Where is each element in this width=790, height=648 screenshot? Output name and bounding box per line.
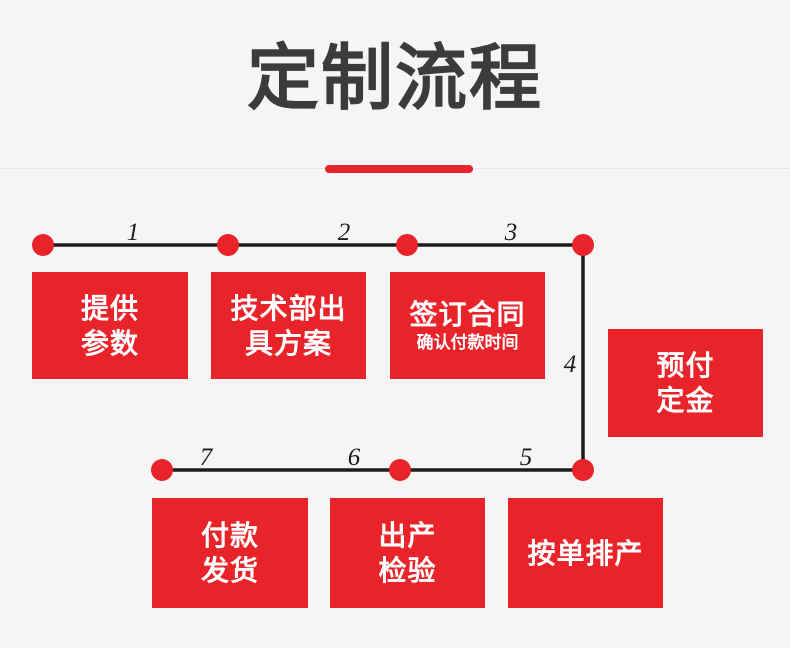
box-sign-contract-line: 签订合同 (409, 299, 526, 330)
box-schedule-production-line: 按单排产 (527, 537, 644, 569)
box-technical-proposal[interactable]: 技术部出具方案 (211, 272, 366, 379)
box-technical-proposal-line: 具方案 (244, 327, 332, 359)
box-provide-parameters-line: 提供 (80, 292, 139, 324)
box-technical-proposal-line: 技术部出 (230, 292, 347, 324)
title-underline-accent (325, 165, 473, 173)
step-number-5: 5 (519, 444, 533, 471)
step-number-1: 1 (126, 219, 140, 246)
node-2-dot (217, 234, 239, 256)
box-prepay-deposit-line: 预付 (656, 350, 715, 381)
box-provide-parameters-line: 参数 (80, 327, 139, 359)
box-payment-shipping-line: 发货 (200, 555, 259, 586)
box-sign-contract-subtitle: 确认付款时间 (416, 333, 519, 352)
step-number-3: 3 (504, 219, 518, 246)
node-1-dot (32, 234, 54, 256)
box-sign-contract[interactable]: 签订合同确认付款时间 (390, 272, 545, 379)
box-payment-shipping[interactable]: 付款发货 (152, 498, 308, 608)
node-3-dot (396, 234, 418, 256)
step-number-6: 6 (347, 444, 361, 471)
node-5-dot (572, 459, 594, 481)
box-schedule-production[interactable]: 按单排产 (508, 498, 663, 608)
box-production-inspection-line: 出产 (378, 520, 437, 551)
step-number-2: 2 (337, 219, 351, 246)
box-payment-shipping-line: 付款 (200, 520, 259, 551)
box-prepay-deposit[interactable]: 预付定金 (608, 329, 763, 437)
node-7-dot (151, 459, 173, 481)
box-production-inspection-line: 检验 (378, 555, 437, 586)
page-title: 定制流程 (246, 39, 543, 119)
box-production-inspection[interactable]: 出产检验 (330, 498, 485, 608)
step-number-4: 4 (563, 351, 577, 378)
node-4-dot (572, 234, 594, 256)
box-prepay-deposit-line: 定金 (656, 385, 715, 416)
node-6-dot (389, 459, 411, 481)
box-provide-parameters[interactable]: 提供参数 (32, 272, 188, 379)
step-number-7: 7 (199, 444, 213, 471)
